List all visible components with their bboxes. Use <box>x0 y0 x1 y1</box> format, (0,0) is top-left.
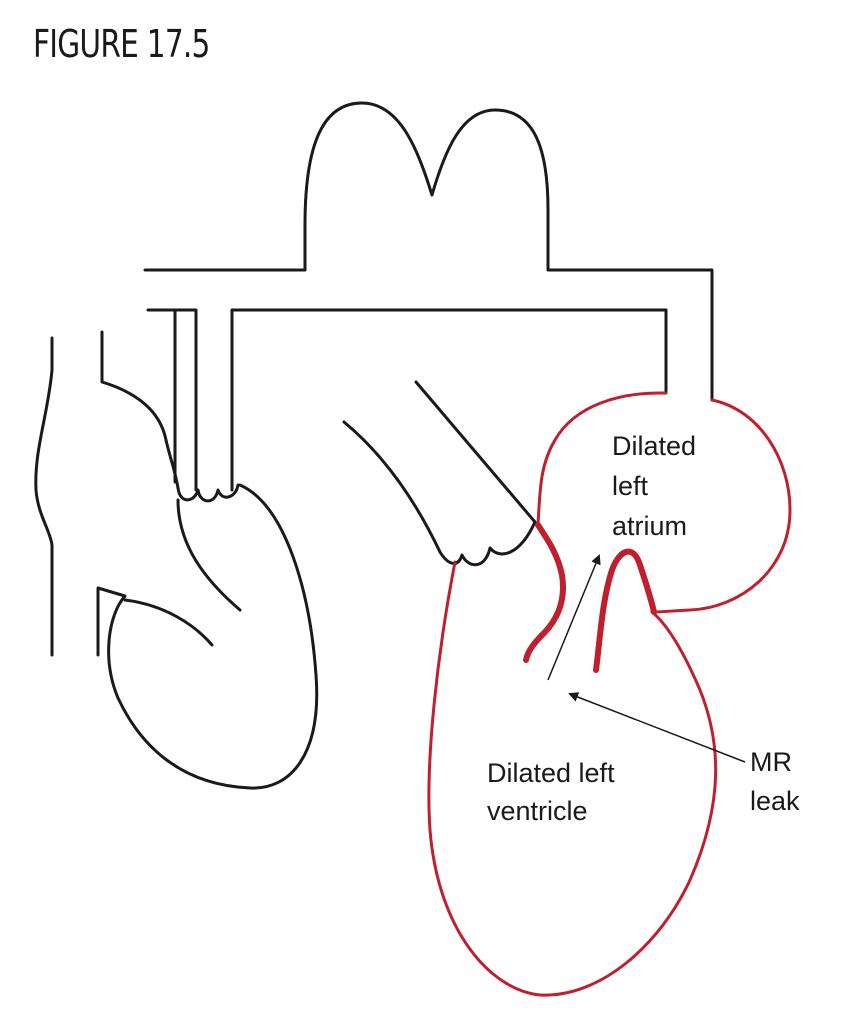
pulmonary-trunk-upper <box>414 380 537 524</box>
dilated-left-ventricle-outline <box>427 560 718 997</box>
valve-cusps-right <box>438 520 537 567</box>
mr-leak-pointer-arrow <box>568 692 746 763</box>
label-atrium-line-1: Dilated <box>612 431 696 461</box>
label-mr-line-2: leak <box>750 786 800 816</box>
right-heart-outline <box>34 336 54 657</box>
dilated-left-atrium-outline-right <box>650 398 792 614</box>
right-atrium-outline <box>100 330 180 490</box>
mitral-leaflets <box>523 522 657 673</box>
septum-inner-curve-2 <box>123 598 214 647</box>
mitral-leaflet-posterior <box>593 548 657 673</box>
valve-cusps-left <box>176 483 240 503</box>
label-ventricle-line-2: ventricle <box>487 796 588 826</box>
aortic-arch-outer <box>143 101 714 402</box>
aortic-arch-inner <box>146 308 198 492</box>
label-mr-leak: MR leak <box>750 747 800 816</box>
label-ventricle-line-1: Dilated left <box>487 758 615 788</box>
aortic-arch-inner-right <box>230 308 668 492</box>
label-dilated-left-atrium: Dilated left atrium <box>612 431 704 541</box>
mr-regurgitant-jet-arrow <box>547 554 601 681</box>
label-dilated-left-ventricle: Dilated left ventricle <box>487 758 622 826</box>
right-ventricle-outline <box>96 483 319 790</box>
septum-inner-curve <box>176 498 242 612</box>
heart-outline-black <box>34 101 714 790</box>
dilated-chambers <box>427 391 792 997</box>
dilated-left-atrium-outline <box>536 391 668 527</box>
label-mr-line-1: MR <box>750 747 792 777</box>
flow-arrows <box>547 554 746 763</box>
label-atrium-line-2: left <box>612 471 649 501</box>
label-atrium-line-3: atrium <box>612 511 687 541</box>
mitral-leaflet-anterior <box>523 522 566 663</box>
figure-title: FIGURE 17.5 <box>33 22 210 66</box>
pulmonary-trunk-lower <box>342 420 442 554</box>
